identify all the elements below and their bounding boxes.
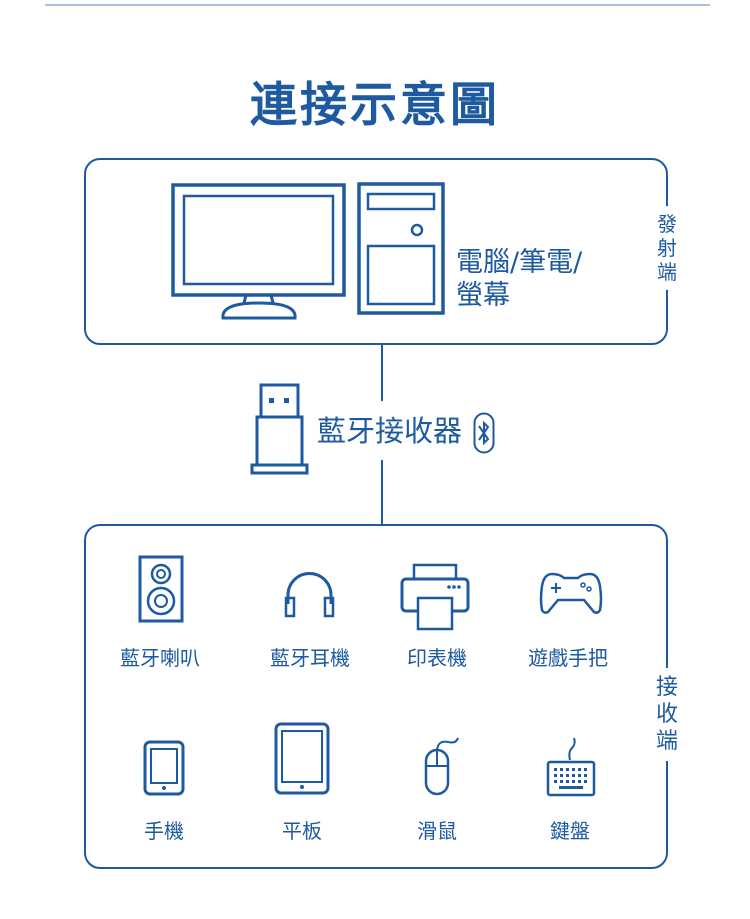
transmit-label-char-1: 發 <box>657 212 677 236</box>
device-label-headphones: 藍牙耳機 <box>270 646 350 670</box>
transmit-side-label: 發 射 端 <box>652 206 682 290</box>
headphones-icon <box>284 572 335 618</box>
pc-device-label-line-1: 電腦/筆電/ <box>456 247 583 278</box>
printer-icon <box>400 563 470 631</box>
phone-icon <box>143 740 185 796</box>
monitor-icon <box>171 183 346 320</box>
mouse-icon <box>424 737 459 796</box>
transmit-label-char-3: 端 <box>657 260 677 284</box>
receive-side-label: 接 收 端 <box>652 668 682 761</box>
receive-label-char-1: 接 <box>655 675 678 700</box>
top-divider <box>45 4 710 6</box>
device-label-speaker: 藍牙喇叭 <box>120 646 200 670</box>
usb-dongle-icon <box>250 383 309 475</box>
pc-tower-icon <box>357 182 445 315</box>
device-label-printer: 印表機 <box>407 646 467 670</box>
device-label-mouse: 滑鼠 <box>417 819 457 843</box>
receive-label-char-3: 端 <box>655 729 678 754</box>
receive-label-char-2: 收 <box>655 702 678 727</box>
device-label-keyboard: 鍵盤 <box>550 819 590 843</box>
gamepad-icon <box>539 572 603 614</box>
pc-device-label: 電腦/筆電/ 螢幕 <box>456 246 582 312</box>
connector-line-top <box>381 345 383 401</box>
bluetooth-icon <box>473 412 495 454</box>
speaker-icon <box>138 555 184 623</box>
transmit-label-char-2: 射 <box>657 236 677 260</box>
tablet-icon <box>274 722 330 795</box>
receiver-label: 藍牙接收器 <box>317 414 463 448</box>
page-title: 連接示意圖 <box>250 78 500 133</box>
pc-device-label-line-2: 螢幕 <box>456 280 510 311</box>
keyboard-icon <box>546 737 596 797</box>
device-label-phone: 手機 <box>144 819 184 843</box>
device-label-tablet: 平板 <box>282 819 322 843</box>
device-label-gamepad: 遊戲手把 <box>528 646 608 670</box>
connector-line-bottom <box>381 460 383 524</box>
